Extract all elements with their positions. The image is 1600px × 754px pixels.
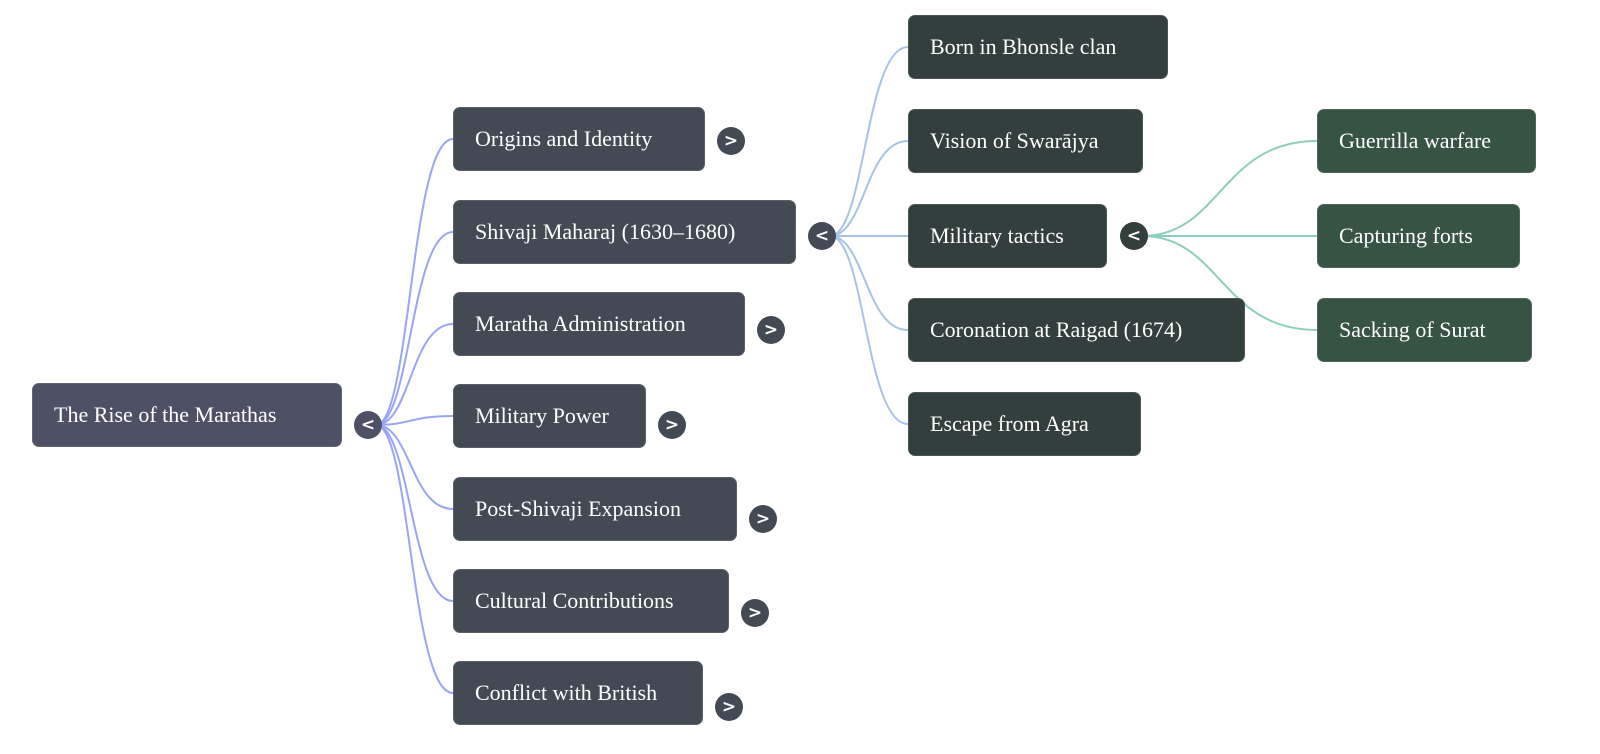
link-root-to-post-shivaji-expansion: [375, 424, 454, 510]
branch-conflict-with-british[interactable]: Conflict with British: [453, 661, 703, 725]
chevron-left-icon: <: [360, 415, 376, 435]
node-coronation-at-raigad[interactable]: Coronation at Raigad (1674): [908, 298, 1245, 362]
branch-label: Conflict with British: [475, 680, 658, 705]
branch-maratha-administration[interactable]: Maratha Administration: [453, 292, 745, 356]
expand-british-button[interactable]: >: [715, 693, 743, 721]
node-military-tactics[interactable]: Military tactics: [908, 204, 1107, 268]
chevron-right-icon: >: [755, 509, 771, 529]
branch-cultural-contributions[interactable]: Cultural Contributions: [453, 569, 729, 633]
chevron-left-icon: <: [814, 226, 830, 246]
branch-origins-and-identity[interactable]: Origins and Identity: [453, 107, 705, 171]
chevron-right-icon: >: [723, 131, 739, 151]
link-root-to-military-power: [375, 415, 454, 426]
branch-label: Shivaji Maharaj (1630–1680): [475, 219, 736, 244]
link-root-to-maratha-administration: [375, 323, 454, 426]
node-sacking-of-surat[interactable]: Sacking of Surat: [1317, 298, 1532, 362]
node-vision-of-swarajya[interactable]: Vision of Swarājya: [908, 109, 1143, 173]
branch-label: Maratha Administration: [475, 311, 686, 336]
node-label: Sacking of Surat: [1339, 317, 1486, 342]
branch-label: Origins and Identity: [475, 126, 653, 151]
collapse-military-tactics-button[interactable]: <: [1120, 222, 1148, 250]
node-capturing-forts[interactable]: Capturing forts: [1317, 204, 1520, 268]
branch-label: Military Power: [475, 403, 609, 428]
node-label: Coronation at Raigad (1674): [930, 317, 1183, 342]
node-label: Guerrilla warfare: [1339, 128, 1492, 153]
link-shivaji-to-born-in-bhonsle-clan: [829, 46, 909, 237]
branch-shivaji-maharaj[interactable]: Shivaji Maharaj (1630–1680): [453, 200, 796, 264]
chevron-right-icon: >: [721, 697, 737, 717]
link-root-to-cultural-contributions: [375, 424, 454, 602]
link-shivaji-to-vision-of-swarajya: [829, 140, 909, 237]
branch-label: Post-Shivaji Expansion: [475, 496, 681, 521]
expand-military-power-button[interactable]: >: [658, 411, 686, 439]
collapse-shivaji-button[interactable]: <: [808, 222, 836, 250]
node-label: Capturing forts: [1339, 223, 1473, 248]
branch-post-shivaji-expansion[interactable]: Post-Shivaji Expansion: [453, 477, 737, 541]
link-root-to-conflict-with-british: [375, 424, 454, 694]
node-escape-from-agra[interactable]: Escape from Agra: [908, 392, 1141, 456]
chevron-left-icon: <: [1126, 226, 1142, 246]
node-label: Escape from Agra: [930, 411, 1089, 436]
expand-post-shivaji-button[interactable]: >: [749, 505, 777, 533]
link-root-to-origins-and-identity: [375, 138, 454, 426]
node-label: Military tactics: [930, 223, 1064, 248]
chevron-right-icon: >: [763, 320, 779, 340]
link-shivaji-to-coronation-at-raigad: [829, 235, 909, 331]
chevron-right-icon: >: [747, 603, 763, 623]
node-guerrilla-warfare[interactable]: Guerrilla warfare: [1317, 109, 1536, 173]
link-root-to-shivaji-maharaj: [375, 231, 454, 426]
node-born-in-bhonsle-clan[interactable]: Born in Bhonsle clan: [908, 15, 1168, 79]
branch-military-power[interactable]: Military Power: [453, 384, 646, 448]
chevron-right-icon: >: [664, 415, 680, 435]
node-label: Born in Bhonsle clan: [930, 34, 1117, 59]
root-node-label: The Rise of the Marathas: [54, 402, 277, 427]
link-tactics-to-guerrilla-warfare: [1141, 140, 1318, 237]
expand-administration-button[interactable]: >: [757, 316, 785, 344]
link-shivaji-to-escape-from-agra: [829, 235, 909, 425]
root-node[interactable]: The Rise of the Marathas: [32, 383, 342, 447]
branch-label: Cultural Contributions: [475, 588, 674, 613]
expand-cultural-button[interactable]: >: [741, 599, 769, 627]
node-label: Vision of Swarājya: [930, 128, 1099, 153]
expand-origins-button[interactable]: >: [717, 127, 745, 155]
root-collapse-button[interactable]: <: [354, 411, 382, 439]
